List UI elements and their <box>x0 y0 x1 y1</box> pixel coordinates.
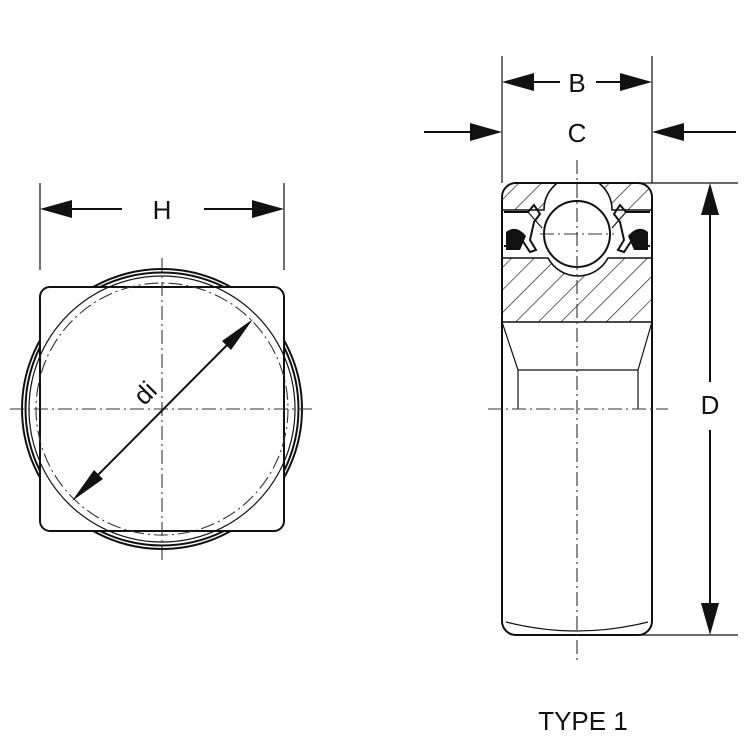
b-arrowhead-left <box>502 73 534 91</box>
bore-chamfer-right <box>637 321 653 371</box>
front-view: di H <box>10 183 316 562</box>
side-view: B C D TYPE 1 <box>424 56 738 736</box>
outer-ring-bulge-top <box>99 271 225 288</box>
outer-face-curve-bottom <box>505 621 649 632</box>
type-label: TYPE 1 <box>538 706 628 736</box>
di-arrowhead-top <box>222 319 253 350</box>
seal-left <box>504 203 543 254</box>
b-arrowhead-right <box>620 73 652 91</box>
d-arrowhead-bottom <box>701 603 719 635</box>
h-arrowhead-left <box>40 200 72 218</box>
c-arrowhead-left <box>470 123 502 141</box>
bore-chamfer-left <box>501 321 519 371</box>
d-label: D <box>701 390 720 420</box>
di-dimension-line <box>89 336 236 484</box>
c-arrowhead-right <box>652 123 684 141</box>
outer-ring-bulge-left <box>24 346 41 472</box>
d-arrowhead-top <box>701 183 719 215</box>
h-label: H <box>153 195 172 225</box>
outer-ring-bulge-bottom <box>99 530 225 547</box>
b-label: B <box>568 68 585 98</box>
outer-race-section <box>502 183 652 211</box>
seal-right <box>611 203 650 254</box>
c-label: C <box>568 118 587 148</box>
h-arrowhead-right <box>252 200 284 218</box>
di-arrowhead-bottom <box>72 470 103 501</box>
